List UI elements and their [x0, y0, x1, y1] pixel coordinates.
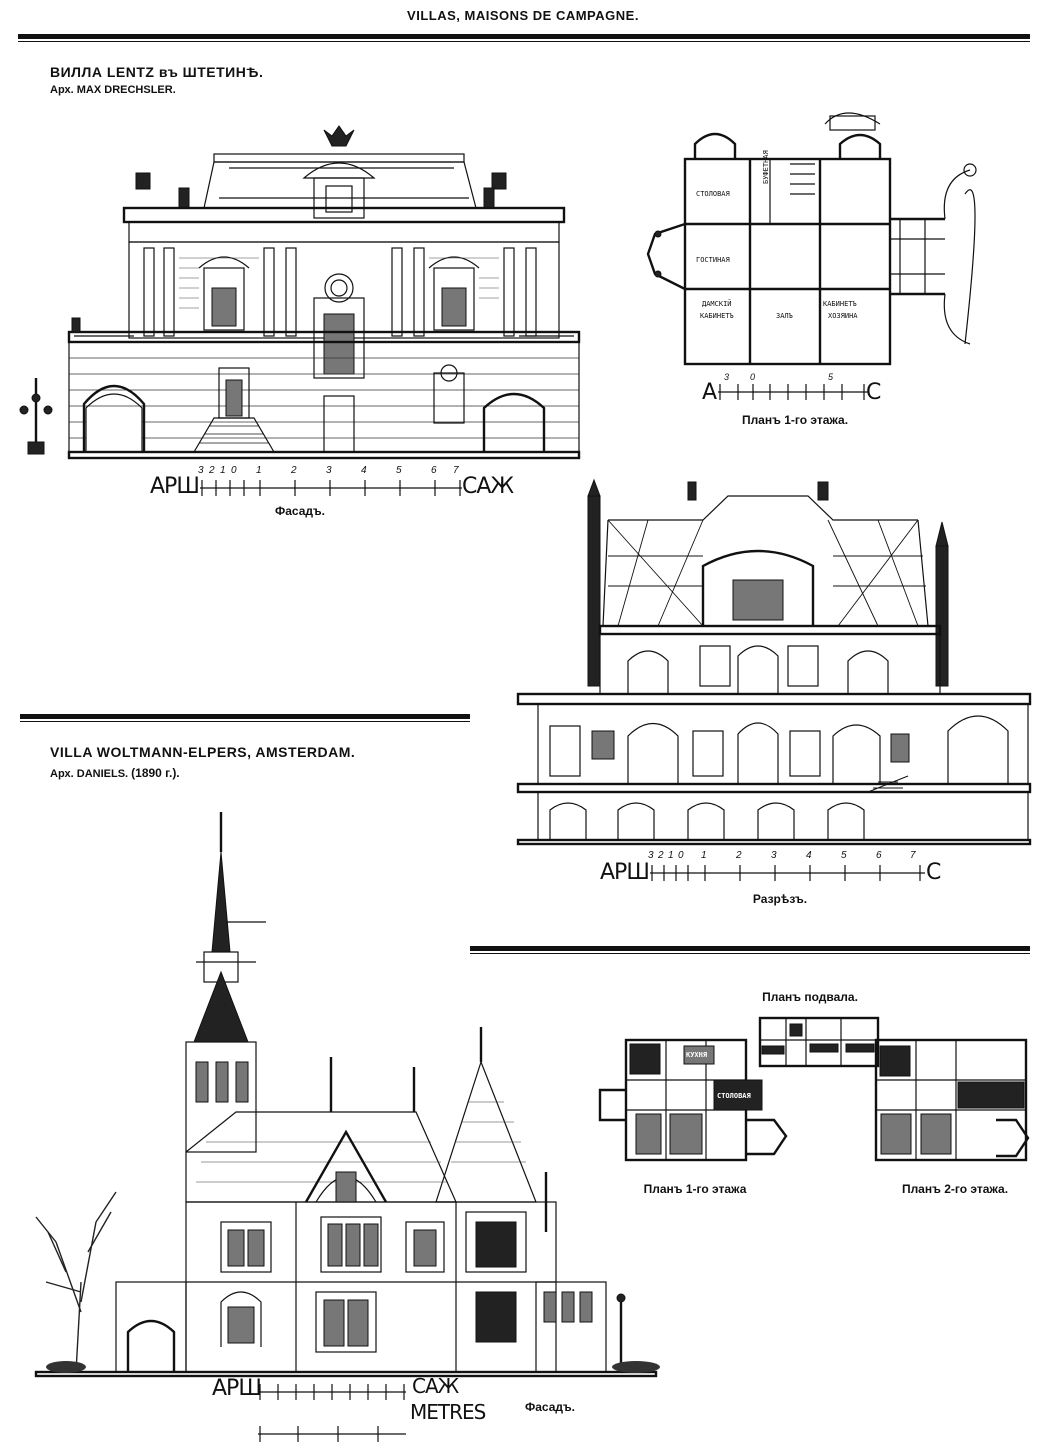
lentz-section-caption: Разрѣзъ. [752, 892, 808, 906]
woltmann-plans-drawing: КУХНЯ СТОЛОВАЯ [598, 1016, 1030, 1162]
woltmann-scale-right: САЖ [412, 1374, 459, 1398]
plans-rule-thin [470, 953, 1030, 954]
villa-woltmann-architect-line: Арх. DANIELS. (1890 г.). [50, 766, 180, 780]
header-rule [18, 34, 1030, 39]
plan-room-label: ХОЗЯИНА [828, 312, 858, 320]
scale-tick-label: 5 [841, 850, 847, 861]
plan-room-label: ДАМСКІЙ [702, 299, 732, 308]
scale-tick-label: 1 [701, 850, 707, 861]
scale-tick-label: 4 [361, 465, 367, 476]
woltmann-floor2-caption: Планъ 2-го этажа. [901, 1182, 1009, 1196]
villa-woltmann-year: (1890 г.). [131, 766, 180, 780]
page-header: VILLAS, MAISONS DE CAMPAGNE. [407, 8, 639, 23]
woltmann-floor1-caption: Планъ 1-го этажа [643, 1182, 747, 1196]
plan-room-label: БУФЕТНАЯ [762, 150, 770, 184]
villa-woltmann-architect: Арх. DANIELS. [50, 768, 129, 780]
plan-room-label: СТОЛОВАЯ [717, 1092, 751, 1100]
lentz-facade-scale-right: САЖ [462, 474, 514, 499]
lentz-plan-scale-bar [718, 384, 868, 400]
villa-lentz-plan-drawing: СТОЛОВАЯ БУФЕТНАЯ ГОСТИНАЯ ДАМСКІЙ КАБИН… [646, 112, 977, 366]
villa-woltmann-title: VILLA WOLTMANN-ELPERS, AMSTERDAM. [50, 744, 356, 760]
lentz-plan-scale-left: А [702, 380, 717, 405]
woltmann-rule [20, 714, 470, 719]
scale-tick-label: 1 [668, 850, 674, 861]
woltmann-scale-left: АРШ [212, 1376, 262, 1401]
villa-lentz-title: ВИЛЛА LENTZ въ ШТЕТИНѢ. [50, 64, 264, 80]
scale-tick-label: 2 [209, 465, 215, 476]
lentz-plan-scale-right: С [866, 380, 881, 405]
woltmann-basement-caption: Планъ подвала. [762, 990, 858, 1004]
scale-tick-label: 3 [198, 465, 204, 476]
plan-room-label: СТОЛОВАЯ [696, 190, 730, 198]
lentz-plan-caption: Планъ 1-го этажа. [741, 413, 849, 427]
scale-tick-label: 3 [724, 372, 730, 382]
plan-room-label: ЗАЛЪ [776, 312, 793, 320]
villa-lentz-section-drawing [516, 478, 1032, 846]
scale-tick-label: 7 [453, 465, 459, 476]
woltmann-scale-metres: METRES [410, 1400, 486, 1424]
lentz-section-scale-left: АРШ [600, 860, 650, 885]
plans-rule [470, 946, 1030, 951]
villa-lentz-facade-drawing [19, 125, 581, 460]
woltmann-rule-thin [20, 721, 470, 722]
scale-tick-label: 2 [736, 850, 742, 861]
scale-tick-label: 0 [750, 372, 756, 382]
scale-tick-label: 3 [648, 850, 654, 861]
scale-tick-label: 0 [231, 465, 237, 476]
scale-tick-label: 6 [431, 465, 437, 476]
scale-tick-label: 5 [828, 372, 834, 382]
scale-tick-label: 3 [326, 465, 332, 476]
scale-tick-label: 4 [806, 850, 812, 861]
scale-tick-label: 1 [256, 465, 262, 476]
plan-room-label: КУХНЯ [686, 1051, 707, 1059]
plan-room-label: КАБИНЕТЪ [823, 300, 857, 308]
lentz-section-scale-tick-labels: 3 2 1 0 1 2 3 4 5 6 7 [648, 850, 928, 864]
plan-room-label: КАБИНЕТЪ [700, 312, 734, 320]
woltmann-facade-caption: Фасадъ. [525, 1400, 575, 1414]
scale-tick-label: 6 [876, 850, 882, 861]
scale-tick-label: 2 [658, 850, 664, 861]
header-rule-thin [18, 41, 1030, 42]
lentz-facade-caption: Фасадъ. [275, 504, 325, 518]
scale-tick-label: 2 [291, 465, 297, 476]
scale-tick-label: 5 [396, 465, 402, 476]
lentz-section-scale-right: С [926, 860, 941, 885]
scale-tick-label: 1 [220, 465, 226, 476]
villa-lentz-architect: Арх. MAX DRECHSLER. [50, 84, 176, 96]
scale-tick-label: 7 [910, 850, 916, 861]
lentz-plan-scale-tick-labels: 3 0 5 [718, 372, 868, 384]
woltmann-facade-drawing [34, 812, 660, 1378]
scale-tick-label: 3 [771, 850, 777, 861]
lentz-section-scale-bar [650, 865, 925, 881]
plan-room-label: ГОСТИНАЯ [696, 256, 730, 264]
scale-tick-label: 0 [678, 850, 684, 861]
lentz-facade-scale-tick-labels: 3 2 1 0 1 2 3 4 5 6 7 [198, 465, 468, 479]
lentz-facade-scale-bar [200, 480, 462, 496]
woltmann-scale-bar [258, 1384, 406, 1442]
lentz-facade-scale-left: АРШ [150, 474, 200, 499]
